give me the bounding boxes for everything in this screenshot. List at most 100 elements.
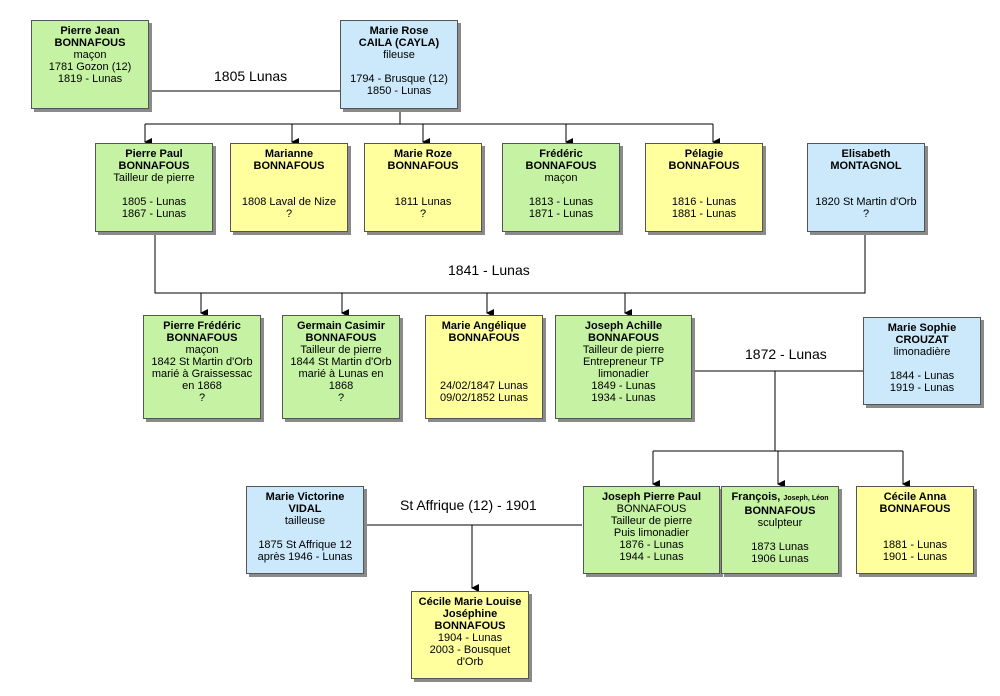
person-pierre-paul: Pierre Paul BONNAFOUS Tailleur de pierre…	[95, 143, 213, 232]
person-death: 1906 Lunas	[751, 553, 809, 565]
person-name: Pélagie	[684, 148, 724, 160]
person-marie-rose: Marie Rose CAILA (CAYLA) fileuse 1794 - …	[340, 20, 458, 109]
person-frederic: Frédéric BONNAFOUS maçon 1813 - Lunas 18…	[502, 143, 620, 232]
person-surname: CROUZAT	[895, 334, 949, 346]
person-occupation: limonadière	[893, 346, 951, 358]
person-birth: 1844 - Lunas	[889, 370, 955, 382]
person-name: Marie Roze	[393, 148, 453, 160]
person-name: Frédéric	[539, 148, 583, 160]
person-name: Pierre Paul	[125, 148, 183, 160]
spacer	[247, 527, 363, 539]
person-name: Marianne	[264, 148, 314, 160]
person-surname: BONNAFOUS	[387, 160, 459, 172]
person-birth: 1904 - Lunas	[437, 632, 503, 644]
spacer	[426, 344, 542, 356]
person-cecile-marie: Cécile Marie Louise Joséphine BONNAFOUS …	[411, 591, 529, 679]
person-marie-roze: Marie Roze BONNAFOUS 1811 Lunas ?	[364, 143, 482, 232]
spacer	[808, 184, 924, 196]
person-birth: 1842 St Martin d'Orb	[151, 356, 253, 368]
person-note: en 1868	[182, 380, 222, 392]
person-joseph-pierre-paul: Joseph Pierre Paul BONNAFOUS Tailleur de…	[583, 486, 720, 574]
person-joseph-achille: Joseph Achille BONNAFOUS Tailleur de pie…	[555, 315, 692, 419]
person-occupation: Entrepreneur TP	[582, 356, 665, 368]
spacer	[646, 172, 762, 184]
spacer	[426, 368, 542, 380]
person-surname: BONNAFOUS	[525, 160, 597, 172]
person-name: Germain Casimir	[296, 320, 386, 332]
spacer	[365, 172, 481, 184]
person-marie-victorine: Marie Victorine VIDAL tailleuse 1875 St …	[246, 486, 364, 574]
person-pelagie: Pélagie BONNAFOUS 1816 - Lunas 1881 - Lu…	[645, 143, 763, 232]
person-birth: 1781 Gozon (12)	[48, 61, 132, 73]
person-death: 1944 - Lunas	[619, 551, 684, 563]
person-birth: 1813 - Lunas	[528, 196, 594, 208]
person-marie-angelique: Marie Angélique BONNAFOUS 24/02/1847 Lun…	[425, 315, 543, 419]
person-occupation: maçon	[73, 49, 107, 61]
person-death: ?	[419, 208, 427, 220]
person-elisabeth: Elisabeth MONTAGNOL 1820 St Martin d'Orb…	[807, 143, 925, 232]
spacer	[96, 184, 212, 196]
person-death: après 1946 - Lunas	[257, 551, 353, 563]
person-surname: BONNAFOUS	[305, 332, 377, 344]
person-occupation: Puis limonadier	[613, 527, 690, 539]
person-occupation: Tailleur de pierre	[300, 344, 382, 356]
person-germain: Germain Casimir BONNAFOUS Tailleur de pi…	[282, 315, 400, 419]
person-surname: BONNAFOUS	[879, 503, 951, 515]
person-birth: 1873 Lunas	[751, 541, 809, 553]
person-occupation: limonadier	[598, 368, 649, 380]
person-name: François, Joseph, Léon	[722, 491, 838, 505]
person-death: 2003 - Bousquet	[429, 644, 511, 656]
person-birth: 1808 Laval de Nize	[241, 196, 337, 208]
person-surname: BONNAFOUS	[448, 332, 520, 344]
person-birth: 24/02/1847 Lunas	[439, 380, 529, 392]
spacer	[646, 184, 762, 196]
spacer	[722, 529, 838, 541]
person-occupation: maçon	[185, 344, 219, 356]
person-birth: 1849 - Lunas	[591, 380, 656, 392]
person-name: Joseph Pierre Paul	[601, 491, 702, 503]
spacer	[426, 356, 542, 368]
spacer	[857, 515, 973, 527]
person-surname: BONNAFOUS	[54, 37, 126, 49]
person-marie-sophie: Marie Sophie CROUZAT limonadière 1844 - …	[863, 317, 981, 405]
person-surname: CAILA (CAYLA)	[358, 37, 440, 49]
person-death: 1934 - Lunas	[591, 392, 656, 404]
person-name: Pierre Frédéric	[163, 320, 241, 332]
marriage-label-1872: 1872 - Lunas	[743, 346, 829, 362]
person-birth: 1805 - Lunas	[121, 196, 187, 208]
person-occupation: fileuse	[383, 49, 415, 61]
person-death: 1901 - Lunas	[882, 551, 948, 563]
marriage-line-1841	[154, 232, 866, 294]
person-death: 1881 - Lunas	[671, 208, 737, 220]
person-name: Marie Angélique	[441, 320, 527, 332]
person-birth: 1816 - Lunas	[671, 196, 737, 208]
marriage-label-1805: 1805 Lunas	[212, 68, 290, 84]
marriage-label-1901: St Affrique (12) - 1901	[398, 497, 539, 513]
spacer	[231, 172, 347, 184]
person-surname: BONNAFOUS	[253, 160, 325, 172]
person-surname: BONNAFOUS	[744, 505, 816, 517]
person-death: ?	[198, 392, 206, 404]
person-pierre-frederic: Pierre Frédéric BONNAFOUS maçon 1842 St …	[143, 315, 261, 419]
person-note: marié à Lunas en	[298, 368, 384, 380]
person-occupation: tailleuse	[284, 515, 326, 527]
spacer	[341, 61, 457, 73]
spacer	[857, 527, 973, 539]
spacer	[864, 358, 980, 370]
person-occupation: sculpteur	[757, 517, 803, 529]
person-death: ?	[337, 392, 345, 404]
person-name: Joséphine	[442, 608, 498, 620]
person-cecile-anna: Cécile Anna BONNAFOUS 1881 - Lunas 1901 …	[856, 486, 974, 574]
person-death: 1819 - Lunas	[57, 73, 123, 85]
person-first-name: François,	[731, 491, 781, 503]
person-surname: VIDAL	[288, 503, 322, 515]
spacer	[503, 184, 619, 196]
person-death: 1919 - Lunas	[889, 382, 955, 394]
person-surname: BONNAFOUS	[668, 160, 740, 172]
spacer	[231, 184, 347, 196]
person-name: Pierre Jean	[60, 25, 120, 37]
person-occupation: maçon	[544, 172, 578, 184]
spacer	[365, 184, 481, 196]
person-death: 1867 - Lunas	[121, 208, 187, 220]
person-name: Marie Rose	[369, 25, 429, 37]
